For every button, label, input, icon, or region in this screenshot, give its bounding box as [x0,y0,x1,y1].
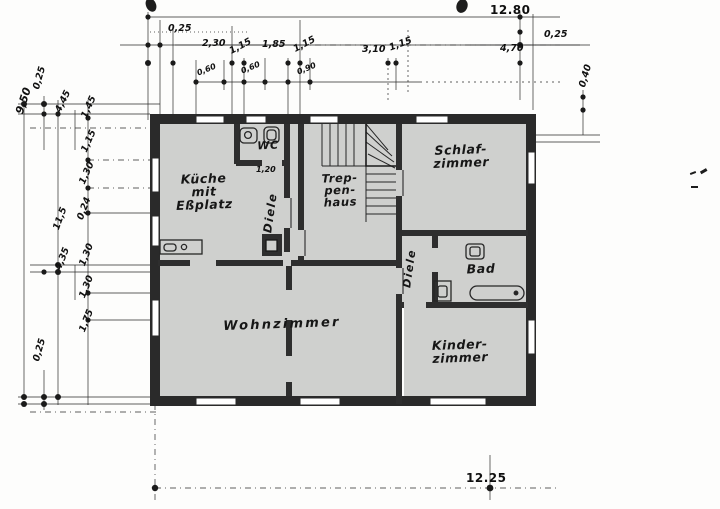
exterior-walls [150,114,536,406]
windows [151,115,536,406]
door-leaves [290,170,404,294]
room-label-wc: WC [257,138,279,153]
dimension-t-230: 2,30 [202,38,226,49]
dimension-t-025a: 0,25 [168,23,192,34]
room-label-treppenhaus: Trep- pen- haus [321,170,358,210]
room-label-schlafzimmer: Schlaf- zimmer [433,141,490,172]
dimension-t-470: 4,70 [500,43,524,54]
dimension-t-185: 1,85 [262,39,286,50]
room-label-bad: Bad [466,260,496,277]
bad-toilet [433,280,452,302]
dimension-t-025b: 0,25 [544,29,568,40]
dimension-t-310: 3,10 [362,44,386,55]
scan-artifacts [145,0,708,188]
wc-sink [239,127,258,144]
dimension-wc-width: 1,20 [256,165,276,174]
kitchen-counter [159,239,203,255]
plumbing-fixtures [159,126,525,302]
room-label-kueche: Küche mit Eßplatz [175,170,234,214]
dimension-overall-bottom: 12.25 [466,471,507,485]
door-openings [190,160,439,382]
wc-toilet [263,126,280,144]
room-label-kinderzimmer: Kinder- zimmer [431,336,489,367]
bad-basin [465,243,485,260]
bad-tub [469,285,525,301]
dimension-ticks [21,14,586,492]
stairs [321,123,396,222]
dimension-overall-top: 12.80 [490,3,531,17]
